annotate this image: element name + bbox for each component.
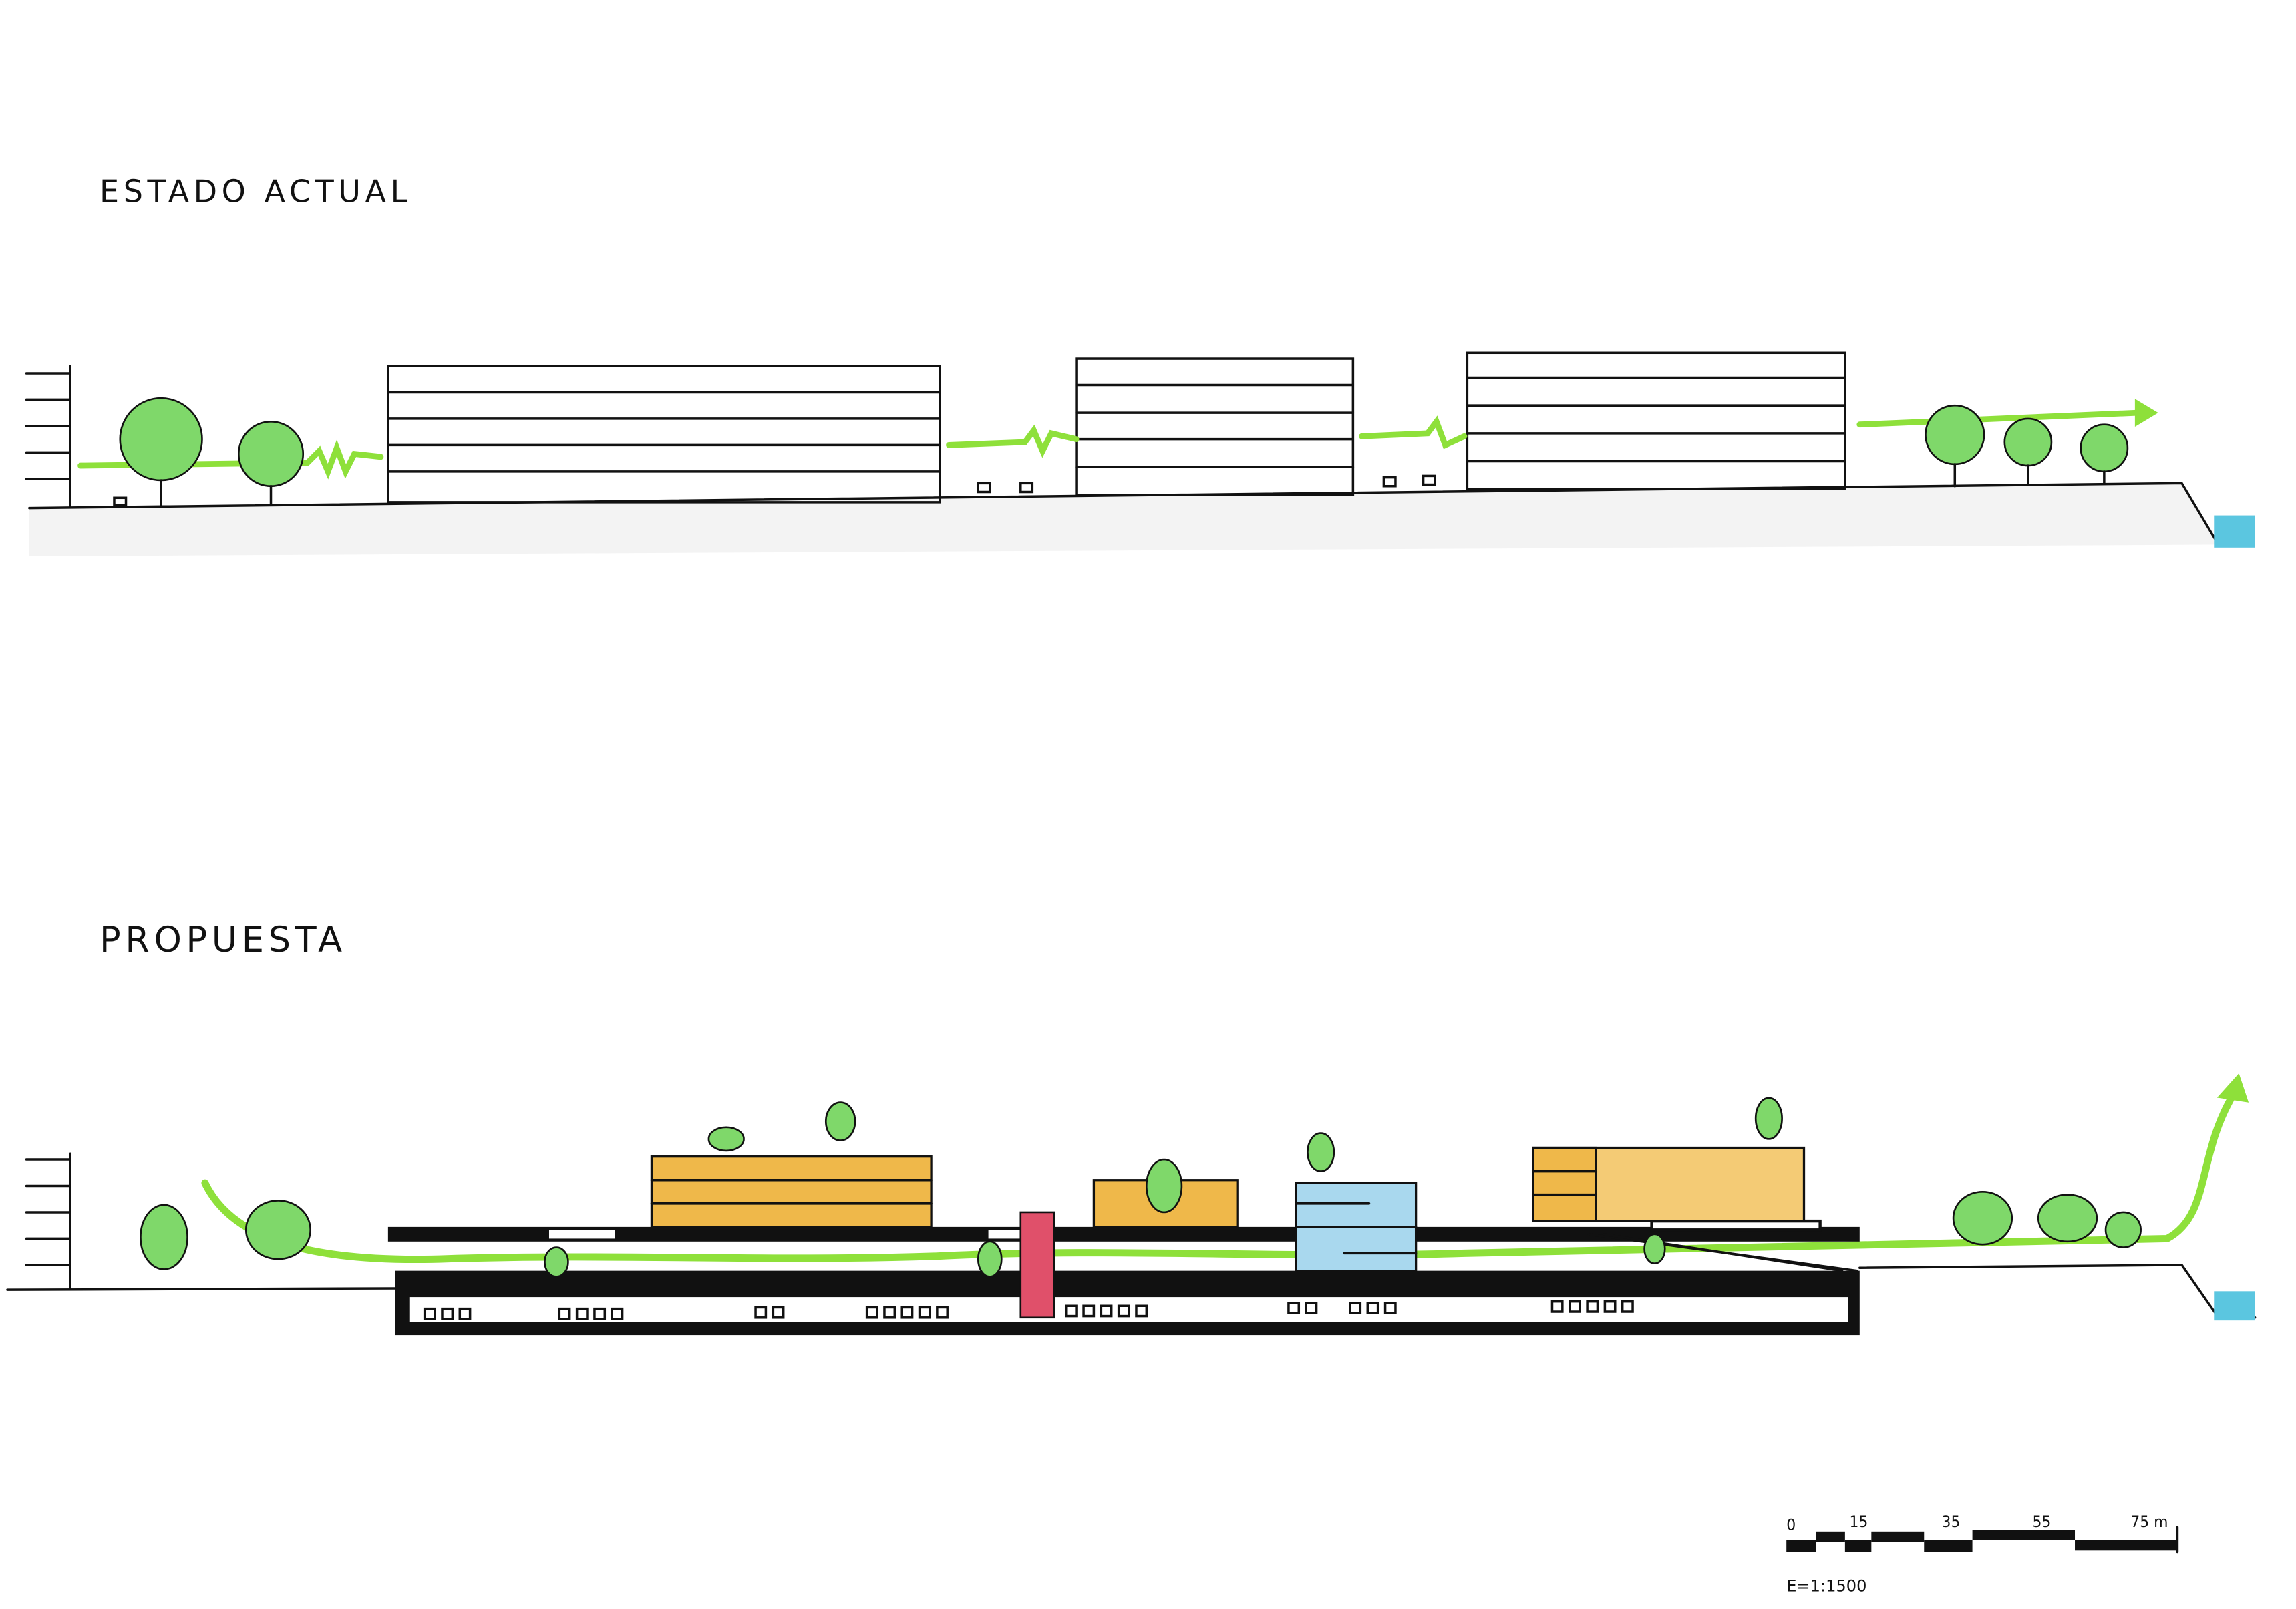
scale-label: 15 (1849, 1514, 1868, 1531)
car-icon (936, 1306, 949, 1319)
tree-icon (1925, 404, 1985, 466)
tree-icon (2037, 1194, 2098, 1243)
car-icon (977, 482, 991, 494)
car-icon (1569, 1300, 1581, 1313)
height-scale-ticks (25, 1152, 71, 1290)
scale-label: 35 (1942, 1514, 1961, 1531)
tree-icon (2080, 423, 2129, 473)
car-icon (1586, 1300, 1599, 1313)
car-icon (883, 1306, 896, 1319)
tree-icon (544, 1246, 569, 1278)
existing-building-1 (387, 365, 941, 504)
car-icon (1082, 1304, 1096, 1318)
height-scale-ticks (25, 365, 71, 510)
current-state-section: ESTADO ACTUAL (25, 174, 2255, 556)
scale-label: 0 (1786, 1517, 1796, 1534)
tree-icon (140, 1204, 188, 1270)
car-icon (113, 496, 128, 506)
water (2214, 1291, 2255, 1321)
car-icon (1383, 1302, 1397, 1314)
car-icon (1305, 1302, 1318, 1314)
water (2214, 515, 2255, 548)
ground-line-right (1858, 1264, 2257, 1319)
proposal-section: PROPUESTA (6, 920, 2257, 1336)
car-icon (575, 1307, 589, 1320)
blue-civic-building (1295, 1182, 1418, 1272)
orange-building-3 (1532, 1146, 1806, 1222)
tree-icon (244, 1200, 312, 1260)
green-corridor-proposal (201, 1073, 2249, 1263)
green-corridor-current (77, 399, 2158, 480)
scale-label: 75 m (2130, 1514, 2168, 1531)
car-icon (1135, 1304, 1148, 1318)
car-icon (1603, 1300, 1617, 1313)
trees-proposal (140, 1097, 2142, 1278)
existing-building-2 (1075, 357, 1355, 496)
car-icon (1621, 1300, 1634, 1313)
car-icon (1550, 1300, 1564, 1313)
graphic-scale-bar: 0 15 35 55 75 m E=1:1500 (1786, 1514, 2179, 1596)
existing-building-3 (1466, 351, 1846, 490)
car-icon (558, 1307, 571, 1320)
tree-icon (2104, 1211, 2142, 1248)
tree-icon (1145, 1158, 1183, 1214)
car-icon (1366, 1302, 1379, 1314)
tree-icon (707, 1126, 745, 1152)
car-icon (1019, 482, 1034, 494)
tree-icon (1307, 1132, 1335, 1172)
scale-ratio: E=1:1500 (1786, 1577, 1866, 1596)
car-icon (772, 1306, 785, 1319)
car-icon (611, 1307, 624, 1320)
orange-building-1 (650, 1155, 933, 1228)
cars-current (113, 474, 1436, 506)
tree-icon (2003, 417, 2053, 467)
car-icon (900, 1306, 914, 1319)
ground-line-left (6, 1287, 397, 1291)
tree-icon (977, 1240, 1003, 1278)
car-icon (1064, 1304, 1078, 1318)
tree-icon (1754, 1097, 1783, 1140)
trees-current (119, 397, 2129, 506)
vertical-circulation-core (1019, 1211, 1055, 1319)
car-icon (1382, 476, 1397, 488)
parking-cars (423, 1300, 1634, 1320)
car-icon (1117, 1304, 1130, 1318)
car-icon (865, 1306, 878, 1319)
tree-icon (1952, 1190, 2013, 1246)
proposal-title: PROPUESTA (100, 920, 347, 960)
ground-shading (29, 483, 2219, 556)
car-icon (1100, 1304, 1113, 1318)
car-icon (458, 1307, 472, 1320)
car-icon (1349, 1302, 1362, 1314)
tree-icon (119, 397, 203, 482)
tree-icon (1643, 1233, 1666, 1264)
scale-label: 55 (2032, 1514, 2051, 1531)
tree-icon (824, 1101, 856, 1141)
car-icon (1287, 1302, 1301, 1314)
upper-deck-slab (387, 1219, 1860, 1242)
car-icon (918, 1306, 931, 1319)
car-icon (441, 1307, 454, 1320)
car-icon (593, 1307, 607, 1320)
tree-icon (237, 420, 305, 488)
car-icon (754, 1306, 768, 1319)
current-state-title: ESTADO ACTUAL (100, 174, 412, 210)
car-icon (1422, 474, 1436, 486)
car-icon (423, 1307, 436, 1320)
underground-parking (395, 1270, 1860, 1336)
